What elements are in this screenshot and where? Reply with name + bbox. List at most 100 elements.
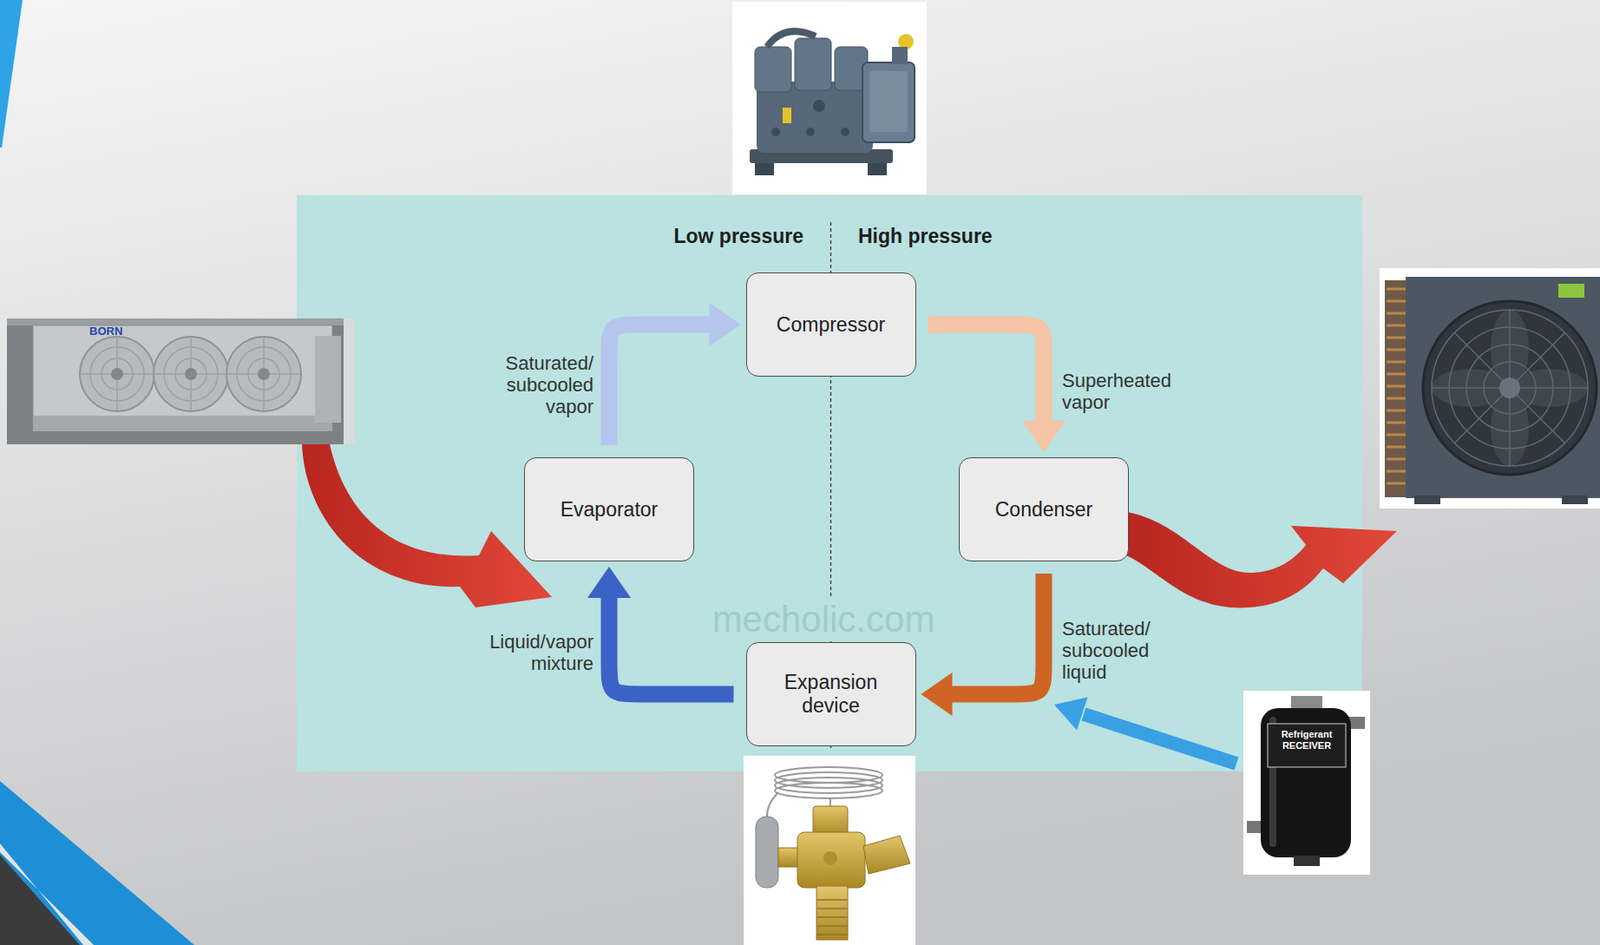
condenser-unit-photo-part <box>1431 309 1588 466</box>
evaporator-unit-photo-part <box>79 336 302 412</box>
evaporator-unit-photo-part-part <box>184 367 197 381</box>
expansion-valve-photo-part <box>863 835 911 874</box>
condenser-unit-photo-part <box>1405 276 1600 499</box>
expansion-valve-photo-part <box>797 832 866 888</box>
evaporator-unit-photo <box>6 318 355 445</box>
evaporator-unit-photo-part-part <box>257 367 270 381</box>
condenser-unit-photo <box>1379 268 1600 509</box>
compressor-photo-part <box>806 127 815 137</box>
compressor-photo-part <box>867 163 887 176</box>
evaporator-unit-photo-part <box>79 336 302 412</box>
compressor-photo <box>732 1 927 195</box>
process-box: Evaporator <box>524 457 695 562</box>
condenser-unit-photo-part <box>1379 268 1600 509</box>
process-box: Condenser <box>958 457 1129 562</box>
flow-state-label: Liquid/vapor mixture <box>472 630 594 675</box>
condenser-unit-photo-part <box>1558 283 1585 298</box>
box-label: Expansion device <box>774 670 888 718</box>
compressor-photo-part <box>794 38 832 91</box>
evaporator-unit-photo-part <box>6 318 355 445</box>
heat-in-arrow <box>301 444 552 608</box>
condenser-unit-photo-part <box>1422 301 1597 475</box>
expansion-valve-photo-part <box>823 851 838 866</box>
refrigerant-receiver-photo-part <box>1293 855 1320 866</box>
evaporator-unit-photo-part-part <box>111 367 124 381</box>
process-box: Compressor <box>746 272 917 377</box>
compressor-photo-part <box>732 1 927 195</box>
compressor-photo-part <box>782 107 792 124</box>
condenser-unit-photo-part <box>1499 377 1521 399</box>
evaporator-unit-photo-part <box>314 335 341 423</box>
flow-arrow-head <box>709 302 741 347</box>
flow-arrow-head <box>587 566 631 598</box>
nameplate-text: BORN <box>89 325 123 338</box>
expansion-valve-photo-part-part <box>816 899 848 935</box>
heat-out-arrow <box>1126 511 1397 608</box>
expansion-valve-photo-part <box>743 755 916 945</box>
flow-arrow <box>921 573 1045 716</box>
slide-decoration-part <box>0 843 94 945</box>
compressor-photo-part <box>869 71 908 132</box>
nameplate-text: Refrigerant RECEIVER <box>1269 728 1345 752</box>
expansion-valve-photo <box>743 755 916 945</box>
process-box: Expansion device <box>746 642 917 747</box>
box-label: Compressor <box>776 313 886 337</box>
condenser-unit-photo-part-part <box>1431 309 1588 466</box>
expansion-valve-photo-part <box>813 806 848 836</box>
compressor-photo-part <box>891 46 908 65</box>
flow-arrow-shaft <box>950 573 1045 695</box>
evaporator-unit-photo-part <box>111 367 270 381</box>
flow-arrow <box>928 324 1067 453</box>
refrigerant-receiver-photo <box>1243 690 1371 875</box>
flow-arrow-shaft <box>928 324 1045 423</box>
flow-state-label: Saturated/ subcooled liquid <box>1062 617 1174 683</box>
condenser-unit-photo-part <box>1431 309 1588 466</box>
evaporator-unit-photo-part <box>32 325 333 423</box>
receiver-pointer-arrow-part <box>1054 697 1089 731</box>
evaporator-unit-photo-part <box>343 318 355 445</box>
compressor-photo-part <box>771 127 781 137</box>
refrigerant-receiver-photo-part <box>1243 690 1371 875</box>
compressor-photo-part <box>754 163 774 176</box>
flow-arrow <box>609 302 741 446</box>
slide-decoration <box>0 0 195 945</box>
condenser-unit-photo-part <box>1386 288 1408 484</box>
condenser-unit-photo-part-part <box>1431 309 1588 466</box>
condenser-unit-photo-part <box>1414 495 1441 505</box>
receiver-pointer-arrow-part <box>1083 714 1237 764</box>
region-label: High pressure <box>858 223 993 249</box>
box-label: Evaporator <box>560 498 659 522</box>
receiver-pointer-arrow <box>1054 697 1237 765</box>
flow-arrow-shaft <box>609 324 712 446</box>
condenser-unit-photo-part <box>1561 495 1588 505</box>
flow-state-label: Superheated vapor <box>1062 369 1193 414</box>
watermark: mecholic.com <box>707 598 941 641</box>
evaporator-unit-photo-part <box>32 415 333 432</box>
cycle-panel <box>296 195 1363 772</box>
evaporator-unit-photo-part <box>6 318 355 326</box>
condenser-unit-photo-part <box>1384 280 1410 498</box>
slide-decoration-part <box>0 780 195 945</box>
refrigerant-receiver-photo-part <box>1267 723 1346 768</box>
evaporator-unit-photo-part-part <box>79 336 302 412</box>
expansion-valve-photo-part <box>755 816 779 888</box>
refrigerant-receiver-photo-part <box>1260 708 1351 858</box>
compressor-photo-part <box>754 46 792 92</box>
region-label: Low pressure <box>673 223 804 249</box>
compressor-photo-part <box>840 127 850 137</box>
flow-arrow-head <box>1022 420 1066 453</box>
box-label: Condenser <box>995 498 1094 522</box>
flow-arrow-head <box>921 672 953 716</box>
compressor-photo-part <box>813 99 826 112</box>
compressor-photo-part <box>767 31 816 47</box>
condenser-unit-photo-part-part <box>1386 288 1408 484</box>
compressor-photo-part <box>862 62 915 143</box>
slide-decoration-part <box>0 854 80 945</box>
expansion-valve-photo-part <box>816 885 848 940</box>
slide-decoration-part <box>0 0 23 148</box>
expansion-valve-photo-part-part <box>774 782 883 799</box>
